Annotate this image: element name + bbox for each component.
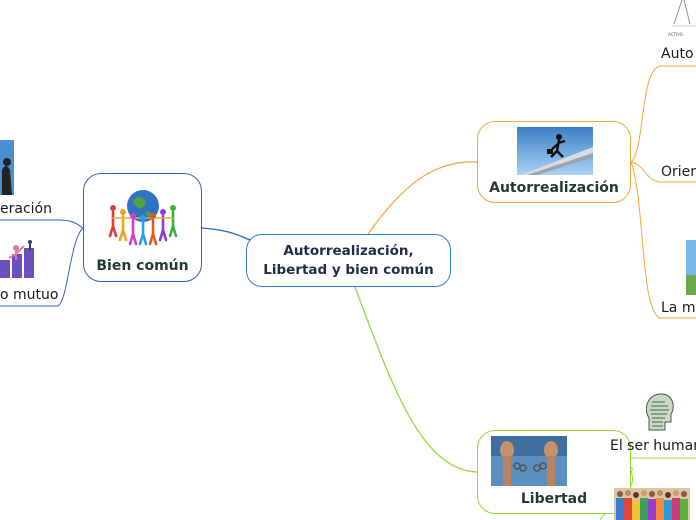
link-auto-1 <box>630 65 696 163</box>
subtopic-bien-1[interactable]: eración <box>0 201 52 217</box>
subtopic-bien-2[interactable]: o mutuo <box>0 287 59 303</box>
link-center-bien-comun <box>201 227 251 241</box>
topic-libertad[interactable]: Libertad <box>477 430 631 514</box>
topic-autorrealizacion-title: Autorrealización <box>489 180 619 196</box>
topic-bien-comun[interactable]: Bien común <box>83 173 202 282</box>
central-topic-line2: Libertad y bien común <box>263 261 434 278</box>
cooperation-image <box>0 140 14 195</box>
topic-libertad-title: Libertad <box>520 491 588 507</box>
link-auto-2 <box>630 161 696 183</box>
subtopic-auto-1[interactable]: Auto <box>661 46 694 62</box>
subtopic-auto-2[interactable]: Orien <box>661 164 696 180</box>
link-auto-3 <box>630 161 696 319</box>
central-topic[interactable]: Autorrealización, Libertad y bien común <box>246 234 451 287</box>
subtopic-lib-1[interactable]: El ser human <box>610 438 696 454</box>
broken-chains-hands-image <box>491 436 567 486</box>
link-bien-2 <box>0 227 84 307</box>
central-topic-line1: Autorrealización, <box>283 242 414 259</box>
sketch-image: ACTIVO <box>668 0 696 37</box>
subtopic-auto-3[interactable]: La m <box>661 300 696 316</box>
link-center-libertad <box>354 286 478 473</box>
link-center-autorrealizacion <box>367 161 478 235</box>
sketch-label: ACTIVO <box>668 32 683 37</box>
topic-autorrealizacion[interactable]: Autorrealización <box>477 121 631 203</box>
link-bien-1 <box>0 219 84 229</box>
topic-bien-comun-title: Bien común <box>96 258 189 274</box>
word-cloud-head-image <box>645 393 674 431</box>
crowd-image <box>614 488 690 520</box>
people-around-globe-image <box>108 190 178 246</box>
subtopic-auto-3-image <box>686 240 696 295</box>
mutual-help-image <box>0 240 34 278</box>
businessman-climbing-stairs-image <box>517 127 593 175</box>
